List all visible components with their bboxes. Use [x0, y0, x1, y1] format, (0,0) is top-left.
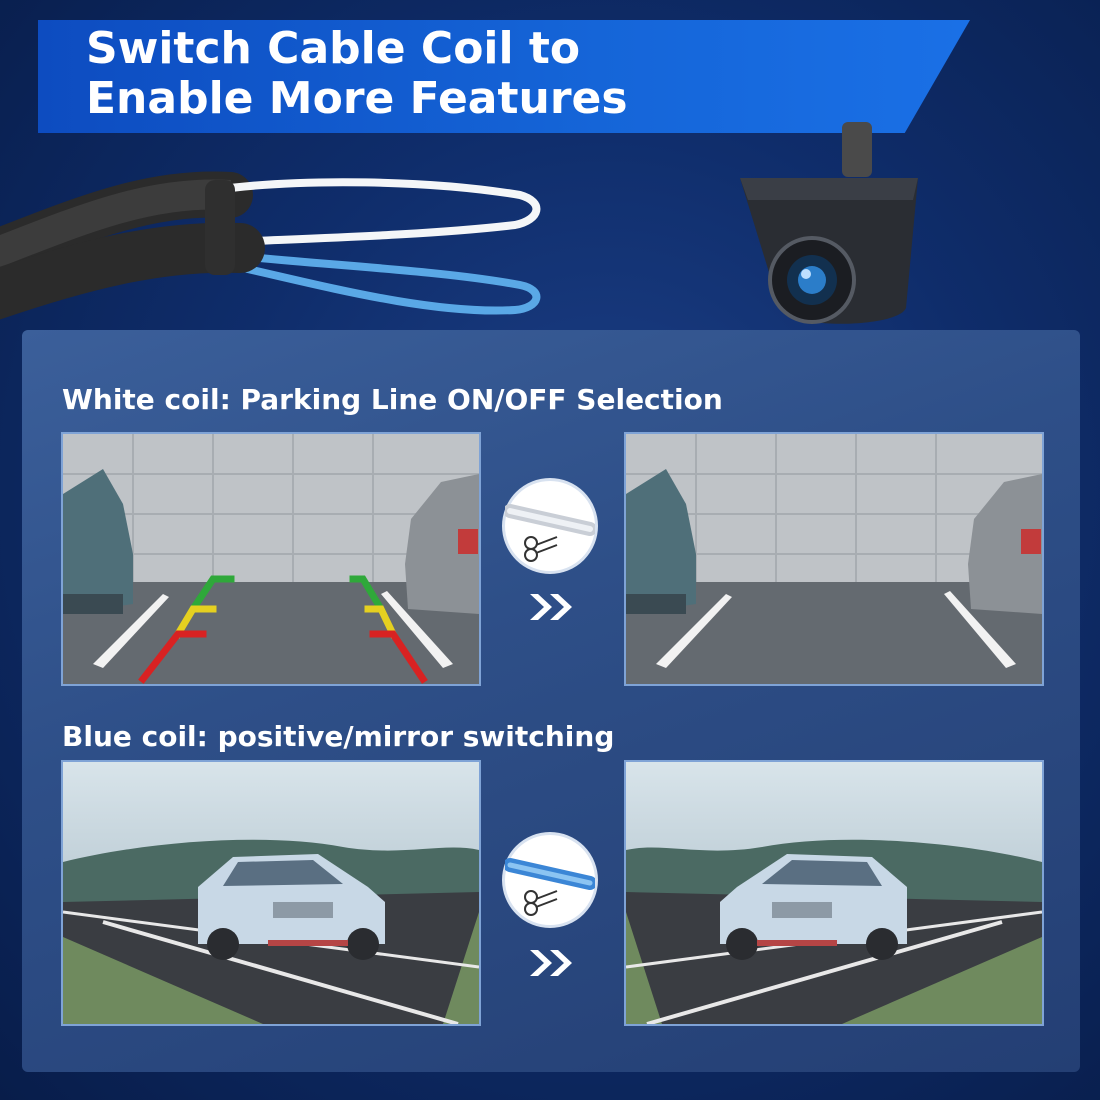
page-title-line-2: Enable More Features: [86, 73, 628, 124]
blue-coil-label: Blue coil: positive/mirror switching: [62, 720, 615, 753]
blue-coil: [226, 251, 541, 315]
mirror-view-image: [624, 760, 1044, 1026]
cut-white-coil-badge: [502, 478, 598, 574]
white-coil: [211, 178, 541, 246]
double-chevron-right-icon: [530, 594, 572, 620]
normal-view-image: [61, 760, 481, 1026]
page-title: Switch Cable Coil to Enable More Feature…: [86, 24, 628, 124]
scissors-icon: [503, 504, 597, 562]
cut-blue-coil-badge: [502, 832, 598, 928]
scissors-icon: [503, 858, 597, 916]
title-banner: [38, 20, 970, 133]
parking-lines-off-image: [624, 432, 1044, 686]
page-title-line-1: Switch Cable Coil to: [86, 23, 581, 74]
backup-camera-image: [740, 122, 918, 324]
white-coil-label: White coil: Parking Line ON/OFF Selectio…: [62, 383, 723, 416]
double-chevron-right-icon: [530, 950, 572, 976]
parking-lines-on-image: [61, 432, 481, 686]
cable-coil-image: [0, 171, 541, 320]
